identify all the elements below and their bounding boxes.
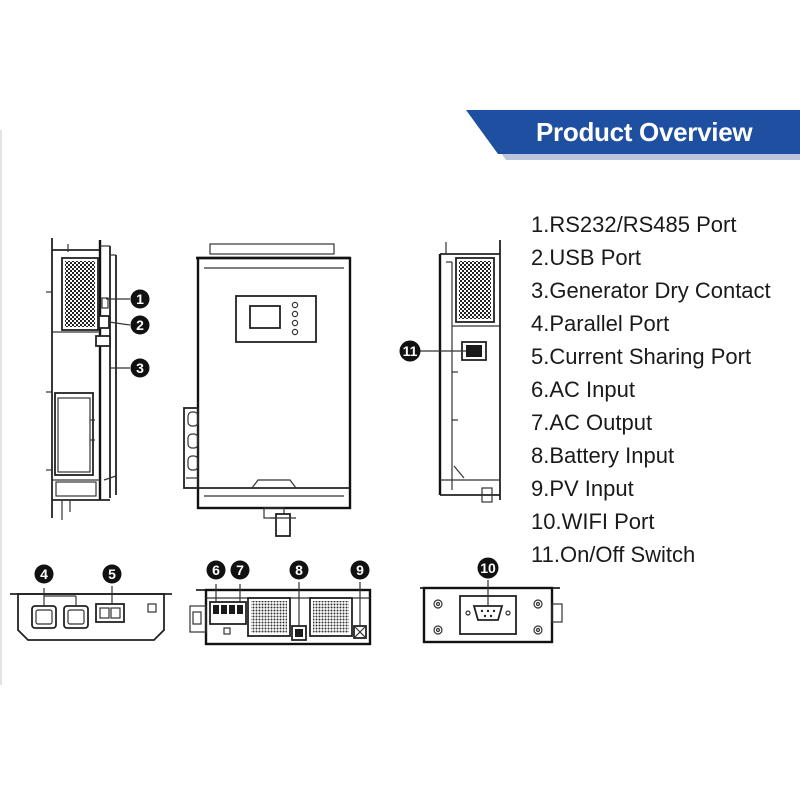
svg-text:3: 3 xyxy=(136,360,144,376)
banner-shape xyxy=(466,110,800,160)
right-side-view xyxy=(438,240,501,503)
legend-item-11: 11.On/Off Switch xyxy=(531,542,696,567)
legend-item-9: 9.PV Input xyxy=(531,476,634,501)
svg-text:7: 7 xyxy=(236,562,244,578)
svg-text:1: 1 xyxy=(136,291,144,307)
svg-text:4: 4 xyxy=(40,566,48,582)
left-lower-panel xyxy=(54,392,94,476)
legend-item-10: 10.WIFI Port xyxy=(531,509,655,534)
svg-text:10: 10 xyxy=(480,560,496,576)
left-vent xyxy=(61,257,99,331)
bottom-left-body xyxy=(17,593,165,641)
svg-text:6: 6 xyxy=(212,562,220,578)
callout-6: 6 xyxy=(206,560,226,580)
callout-7: 7 xyxy=(230,560,250,580)
ac-terminal-block xyxy=(209,601,247,625)
legend-item-2: 2.USB Port xyxy=(531,245,642,270)
component-legend: 1.RS232/RS485 Port 2.USB Port 3.Generato… xyxy=(531,208,771,571)
callout-10: 10 xyxy=(477,557,499,579)
callout-8: 8 xyxy=(289,560,309,580)
page-left-border xyxy=(0,130,2,685)
fan-right xyxy=(309,597,353,637)
svg-text:9: 9 xyxy=(356,562,364,578)
legend-item-6: 6.AC Input xyxy=(531,377,635,402)
legend-item-1: 1.RS232/RS485 Port xyxy=(531,212,737,237)
callout-5: 5 xyxy=(102,564,122,584)
bottom-right-view xyxy=(420,580,563,644)
bottom-middle-view xyxy=(189,582,372,646)
fan-left xyxy=(247,597,291,637)
vent-mesh-right xyxy=(459,261,491,319)
callout-9: 9 xyxy=(350,560,370,580)
page-title: Product Overview xyxy=(536,117,753,147)
callout-3: 3 xyxy=(130,358,150,378)
legend-item-3: 3.Generator Dry Contact xyxy=(531,278,771,303)
svg-text:2: 2 xyxy=(136,317,144,333)
callout-4: 4 xyxy=(34,564,54,584)
wifi-port-connector xyxy=(472,605,504,621)
control-panel xyxy=(235,295,317,343)
left-side-view xyxy=(46,238,117,520)
product-overview-banner: Product Overview xyxy=(466,110,800,160)
svg-text:8: 8 xyxy=(295,562,303,578)
bottom-left-view xyxy=(10,586,172,641)
svg-text:11: 11 xyxy=(403,343,418,359)
svg-text:5: 5 xyxy=(108,566,116,582)
callout-11: 11 xyxy=(399,340,421,362)
legend-item-5: 5.Current Sharing Port xyxy=(531,344,752,369)
usb-port-drawing xyxy=(98,315,110,329)
lcd-display xyxy=(249,305,281,329)
legend-item-4: 4.Parallel Port xyxy=(531,311,670,336)
legend-item-8: 8.Battery Input xyxy=(531,443,675,468)
current-sharing-port xyxy=(95,603,125,623)
right-vent xyxy=(455,257,495,323)
legend-item-7: 7.AC Output xyxy=(531,410,653,435)
vent-mesh xyxy=(65,261,95,327)
callout-2: 2 xyxy=(130,315,150,335)
front-view xyxy=(183,243,352,537)
callout-1: 1 xyxy=(130,289,150,309)
